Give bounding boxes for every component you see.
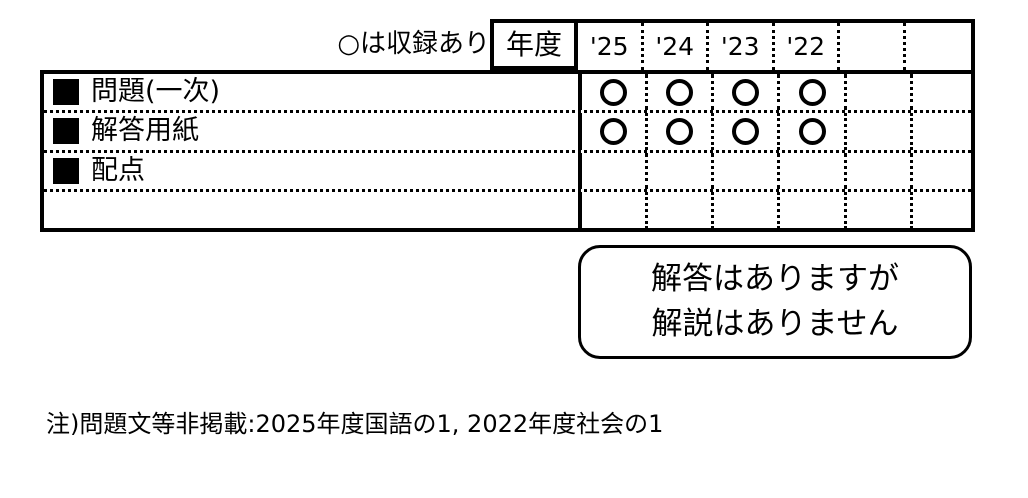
footnote: 注)問題文等非掲載:2025年度国語の1, 2022年度社会の1 [46,410,664,438]
circle-mark-icon [732,117,760,145]
table-cell [648,113,715,150]
filled-square-icon [53,79,79,106]
circle-mark-icon [666,117,694,145]
filled-square-icon [53,157,79,184]
callout-line-1: 解答はありますが [651,261,899,297]
table-cell [847,113,913,150]
table-cell [913,74,979,110]
circle-mark-icon [798,117,826,145]
table-row-cells [578,152,979,189]
callout-box: 解答はありますが 解説はありません [578,245,972,359]
year-column-header-strip: '25 '24 '23 '22 [578,19,975,70]
table-row-label [44,192,578,229]
table-row-label: 配点 [44,153,578,189]
table-cell [913,153,979,189]
year-column-header [840,23,906,70]
contents-table: 問題(一次) 解答用紙 配点 [40,70,975,232]
table-row-label-text: 配点 [91,154,145,186]
table-row: 解答用紙 [44,113,971,153]
table-cell [582,74,649,111]
circle-mark-icon [798,78,826,106]
table-cell [913,192,979,229]
table-row-label-text: 解答用紙 [91,115,199,147]
table-cell [847,191,913,229]
year-column-header: '22 [775,23,840,70]
table-row [44,191,971,229]
table-row-cells [578,74,979,111]
table-cell [714,74,781,111]
filled-square-icon [53,118,79,145]
year-header-label: 年度 [505,27,562,61]
table-cell [648,74,715,111]
table-cell [780,191,847,229]
table-cell [780,74,847,111]
circle-mark-icon [732,78,760,106]
table-cell [913,113,979,149]
table-row: 問題(一次) [44,74,971,114]
table-cell [714,113,781,150]
table-row-cells [578,191,979,229]
table-row-cells [578,113,979,150]
callout-line-2: 解説はありません [651,306,899,342]
table-cell [582,152,649,189]
table-cell [714,152,781,189]
year-header-box: 年度 [490,19,578,70]
table-row-label-text: 問題(一次) [91,76,221,108]
year-column-header: '24 [644,23,709,70]
table-row-label: 問題(一次) [44,74,578,110]
table-cell [780,152,847,189]
table-row-label: 解答用紙 [44,113,578,149]
legend-note: ○は収録あり [337,29,490,59]
table-cell [847,74,913,111]
table-cell [714,191,781,229]
table-cell [648,191,715,229]
table-cell [582,191,649,229]
circle-mark-icon [600,117,628,145]
table-cell [780,113,847,150]
table-row: 配点 [44,152,971,192]
table-cell [648,152,715,189]
year-column-header: '25 [578,23,644,70]
circle-mark-icon [600,78,628,106]
table-cell [582,113,649,150]
year-column-header: '23 [709,23,775,70]
year-column-header [906,23,971,70]
table-cell [847,152,913,189]
circle-mark-icon [666,78,694,106]
